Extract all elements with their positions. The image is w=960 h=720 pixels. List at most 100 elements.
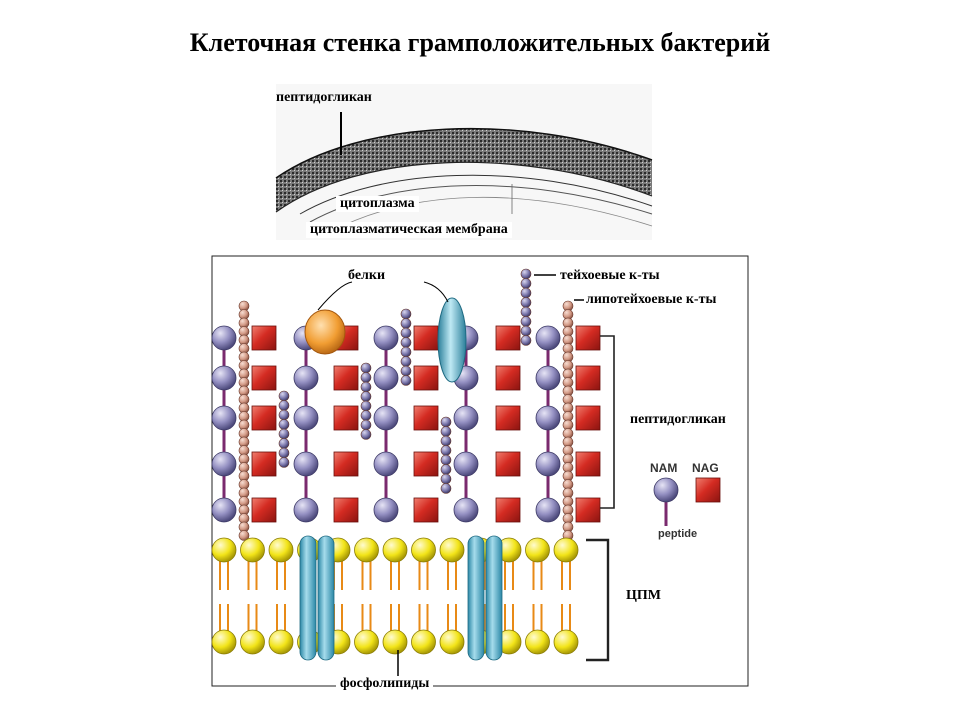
peptidoglycan-bracket [600, 335, 615, 509]
diagram-frame [211, 255, 749, 687]
teichoic-bead [520, 325, 532, 337]
nam-sugar [211, 497, 237, 523]
nag-sugar [413, 365, 439, 391]
legend-nam-label: NAM [650, 461, 678, 475]
nag-sugar [333, 497, 359, 523]
nag-sugar [413, 451, 439, 477]
teichoic-bead [520, 306, 532, 318]
lipid-head [211, 537, 237, 563]
membrane-channel-protein [467, 535, 485, 661]
membrane-channel-protein [485, 535, 503, 661]
teichoic-bead [520, 335, 532, 346]
teichoic-bead [440, 464, 452, 475]
membrane-channel-protein [299, 535, 317, 661]
teichoic-bead [520, 297, 532, 308]
teichoic-bead [440, 454, 452, 466]
nag-sugar [251, 325, 277, 351]
nam-sugar [535, 451, 561, 477]
teichoic-bead [400, 308, 412, 320]
nag-sugar [251, 405, 277, 431]
proteins-label: белки [348, 268, 386, 283]
lipid-head [268, 537, 294, 563]
lipid-head [240, 537, 265, 563]
nam-sugar [535, 497, 561, 523]
nag-sugar [495, 405, 521, 431]
micrograph-peptidoglycan-label: пептидогликан [276, 90, 372, 105]
nam-sugar [211, 451, 237, 477]
nam-sugar [535, 405, 561, 431]
nag-sugar [575, 365, 601, 391]
teichoic-bead [400, 375, 412, 386]
teichoic-bead [360, 381, 372, 393]
nag-sugar [495, 325, 521, 351]
protein-orange [304, 309, 346, 355]
nag-sugar [251, 497, 277, 523]
nam-sugar [373, 325, 399, 351]
teichoic-bead [440, 473, 452, 485]
teichoic-bead [360, 400, 372, 412]
teichoic-bead [278, 409, 290, 421]
nam-sugar [211, 405, 237, 431]
lipid-head [553, 629, 579, 655]
teichoic-bead [278, 457, 290, 468]
teichoic-bead [360, 410, 372, 421]
nam-sugar [211, 325, 237, 351]
lipid-head [240, 629, 265, 655]
micrograph-cytoplasm-label: цитоплазма [336, 196, 419, 212]
lipid-head [211, 629, 237, 655]
teichoic-bead [440, 426, 452, 437]
teichoic-bead [520, 278, 532, 289]
nag-sugar [495, 497, 521, 523]
nam-sugar [453, 497, 479, 523]
peptidoglycan-label: пептидогликан [630, 412, 726, 427]
nag-sugar [333, 405, 359, 431]
lipid-head [439, 537, 465, 563]
nag-sugar [413, 325, 439, 351]
nam-sugar [373, 365, 399, 391]
nag-sugar [251, 451, 277, 477]
lipoteichoic-label: липотейхоевые к-ты [586, 292, 717, 307]
legend-nag-label: NAG [692, 461, 719, 475]
teichoic-bead [360, 429, 372, 440]
lipid-head [382, 537, 408, 563]
teichoic-bead [440, 435, 452, 447]
page-title: Клеточная стенка грамположительных бакте… [189, 28, 771, 57]
teichoic-bead [360, 362, 372, 374]
lipid-head [354, 629, 379, 655]
teichoic-bead [520, 268, 532, 280]
nam-sugar [211, 365, 237, 391]
proteins-pointer [317, 281, 353, 311]
lipid-head [268, 629, 294, 655]
lipid-head [411, 537, 436, 563]
lipid-head [439, 629, 465, 655]
teichoic-label: тейхоевые к-ты [560, 268, 660, 283]
phospholipids-label: фосфолипиды [336, 676, 434, 692]
teichoic-bead [360, 419, 372, 431]
proteins-pointer [423, 281, 449, 303]
teichoic-bead [520, 316, 532, 327]
teichoic-bead [278, 438, 290, 449]
micrograph [275, 84, 653, 240]
teichoic-bead [278, 400, 290, 411]
teichoic-bead [440, 416, 452, 428]
teichoic-bead [440, 483, 452, 494]
nag-sugar [575, 497, 601, 523]
cpm-label: ЦПМ [626, 588, 661, 603]
lipid-head [525, 629, 550, 655]
nag-sugar [495, 365, 521, 391]
teichoic-bead [440, 445, 452, 456]
nam-sugar [373, 451, 399, 477]
cpm-bracket [586, 538, 610, 662]
teichoic-bead [400, 337, 412, 348]
nag-sugar [575, 325, 601, 351]
nam-sugar [535, 325, 561, 351]
teichoic-bead [400, 365, 412, 377]
teichoic-bead [520, 287, 532, 299]
membrane-channel-protein [317, 535, 335, 661]
lipid-head [525, 537, 550, 563]
nam-sugar [293, 365, 319, 391]
teichoic-bead [400, 318, 412, 329]
legend-nam-ball [653, 477, 679, 503]
teichoic-bead [278, 428, 290, 440]
